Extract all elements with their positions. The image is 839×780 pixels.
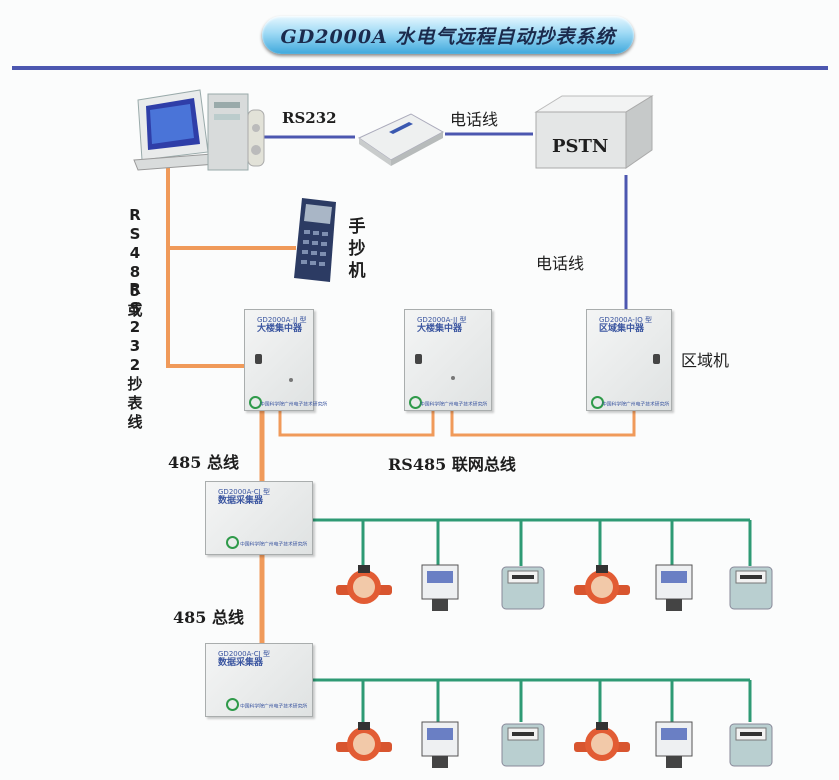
rs485-network-bus-2	[450, 408, 636, 437]
phone-line-right-label: 电话线	[536, 254, 585, 273]
indicator-light	[289, 378, 293, 382]
device-name: 数据采集器	[218, 496, 264, 506]
data-collector-2: GD2000A-CJ 型数据采集器 中国科学院广州电子技术研究所	[205, 643, 313, 717]
gas-meter-icon	[729, 723, 773, 767]
water-meter-icon	[574, 722, 630, 761]
logo-icon	[226, 698, 239, 711]
lock-icon	[415, 354, 422, 364]
manufacturer-label: 中国科学院广州电子技术研究所	[420, 401, 488, 408]
water-meter-icon	[336, 722, 392, 761]
logo-icon	[226, 536, 239, 549]
logo-icon	[409, 396, 422, 409]
data-collector-1: GD2000A-CJ 型数据采集器 中国科学院广州电子技术研究所	[205, 481, 313, 555]
electric-meter-icon	[421, 564, 459, 611]
phone-line-top-label: 电话线	[450, 110, 499, 129]
lock-icon	[653, 354, 660, 364]
diagram-title: GD2000A 水电气远程自动抄表系统	[262, 16, 634, 54]
rs232-reading-line-label: RS232 抄表线	[127, 280, 143, 431]
pstn-label: PSTN	[552, 136, 609, 157]
bus-485-upper-label: 485 总线	[168, 453, 239, 472]
model-label: GD2000A-JJ 型	[257, 316, 307, 324]
rs485-network-bus	[278, 408, 435, 437]
handheld-terminal-icon	[294, 198, 336, 282]
building-concentrator-1: GD2000A-JJ 型大楼集中器 中国科学院广州电子技术研究所	[244, 309, 327, 411]
electric-meter-icon	[655, 721, 693, 768]
electric-meter-icon	[655, 564, 693, 611]
manufacturer-label: 中国科学院广州电子技术研究所	[602, 401, 670, 408]
device-name: 大楼集中器	[257, 324, 303, 334]
logo-icon	[591, 396, 604, 409]
logo-icon	[249, 396, 262, 409]
device-name: 大楼集中器	[417, 324, 463, 334]
model-label: GD2000A-CJ 型	[218, 650, 270, 658]
area-concentrator: GD2000A-JQ 型区域集中器 中国科学院广州电子技术研究所	[586, 309, 672, 411]
handheld-label: 手抄机	[348, 217, 366, 281]
rs485-or-label: RS485 或	[127, 206, 143, 319]
modem-icon	[357, 113, 445, 166]
gas-meter-icon	[729, 566, 773, 610]
lock-icon	[255, 354, 262, 364]
indicator-light	[451, 376, 455, 380]
electric-meter-icon	[421, 721, 459, 768]
area-machine-label: 区域机	[681, 351, 730, 370]
water-meter-icon	[336, 565, 392, 604]
manufacturer-label: 中国科学院广州电子技术研究所	[240, 703, 308, 710]
model-label: GD2000A-CJ 型	[218, 488, 270, 496]
rs485-rs232-line	[166, 160, 246, 368]
manufacturer-label: 中国科学院广州电子技术研究所	[240, 541, 308, 548]
bus-485-lower-label: 485 总线	[173, 608, 244, 627]
model-label: GD2000A-JJ 型	[417, 316, 467, 324]
rs485-network-bus-label: RS485 联网总线	[388, 455, 516, 474]
water-meter-icon	[574, 565, 630, 604]
pstn-box	[534, 95, 654, 169]
computer-icon	[133, 89, 265, 171]
gas-meter-icon	[501, 723, 545, 767]
rs232-label: RS232	[282, 109, 337, 127]
model-label: GD2000A-JQ 型	[599, 316, 652, 324]
building-concentrator-2: GD2000A-JJ 型大楼集中器 中国科学院广州电子技术研究所	[404, 309, 492, 411]
gas-meter-icon	[501, 566, 545, 610]
device-name: 区域集中器	[599, 324, 645, 334]
manufacturer-label: 中国科学院广州电子技术研究所	[260, 401, 328, 408]
device-name: 数据采集器	[218, 658, 264, 668]
